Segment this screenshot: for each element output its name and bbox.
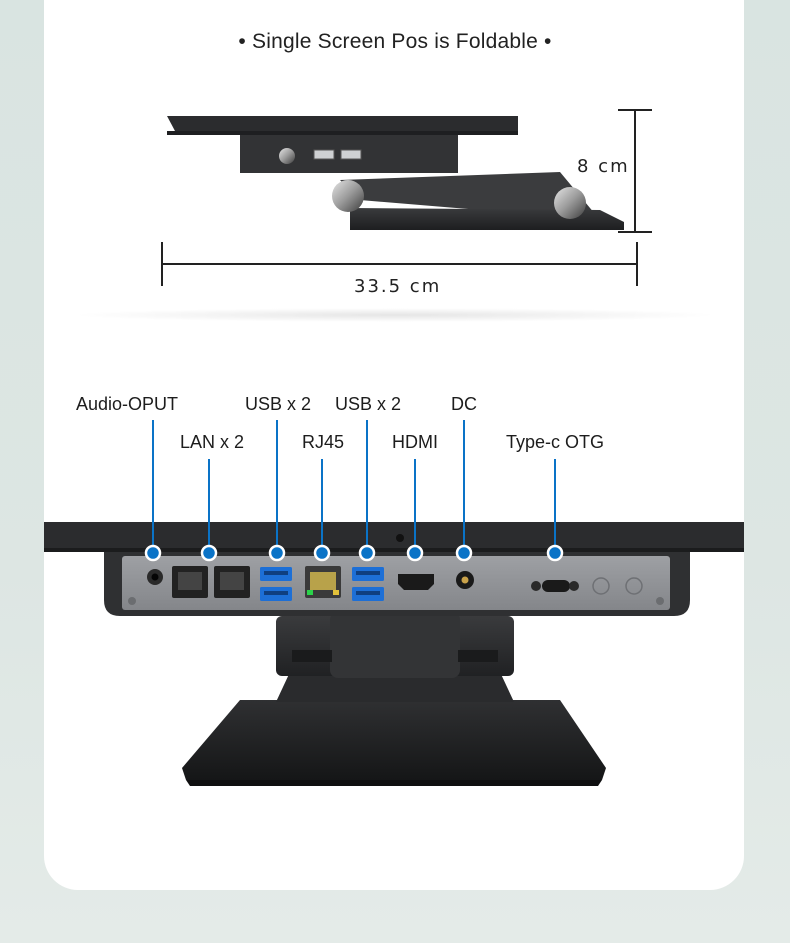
port-label-usb-2: USB x 2 (335, 394, 402, 414)
port-label-hdmi: HDMI (392, 432, 438, 452)
divider-shadow (70, 308, 720, 322)
port-label-lan: LAN x 2 (180, 432, 245, 452)
port-label-audio-out: Audio-OPUT (76, 394, 179, 414)
port-label-rj45: RJ45 (302, 432, 345, 452)
port-label-usb-1: USB x 2 (245, 394, 312, 414)
port-label-dc: DC (451, 394, 477, 414)
height-dimension-label: 8 cm (577, 156, 630, 177)
port-label-typec-otg: Type-c OTG (506, 432, 605, 452)
width-dimension-label: 33.5 cm (354, 276, 442, 297)
page-title: • Single Screen Pos is Foldable • (238, 30, 552, 53)
